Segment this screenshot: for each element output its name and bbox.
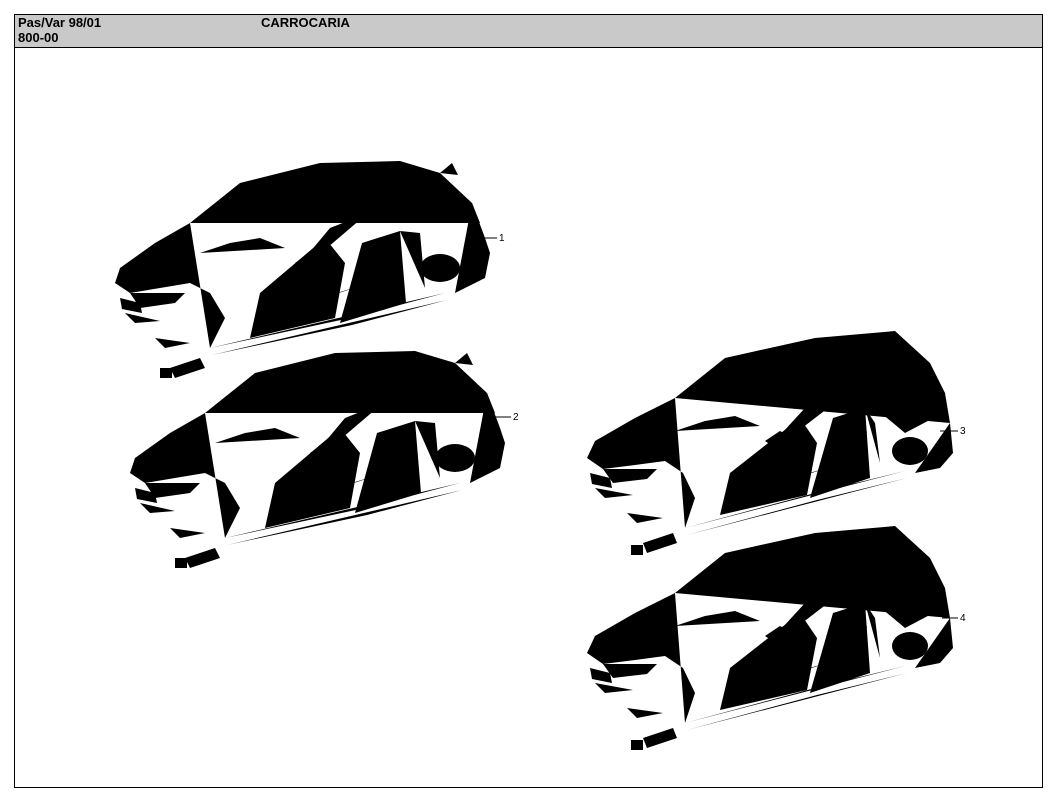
callout-4: 4 — [960, 613, 966, 624]
callout-1: 1 — [499, 233, 505, 244]
group-code: 800-00 — [18, 30, 59, 45]
callout-2: 2 — [513, 412, 519, 423]
sedan-body-shell-sunroof — [130, 348, 505, 568]
callout-3: 3 — [960, 426, 966, 437]
sedan-body-shell — [115, 158, 490, 378]
parts-sheet: Pas/Var 98/01 800-00 CARROCARIA — [14, 14, 1043, 788]
model-label: Pas/Var 98/01 — [18, 15, 102, 30]
variant-body-shell — [587, 331, 953, 555]
sheet-header: Pas/Var 98/01 800-00 CARROCARIA — [15, 15, 1042, 48]
variant-body-shell-sunroof — [587, 526, 953, 750]
exploded-drawing: 1 2 3 4 — [115, 158, 966, 750]
section-title: CARROCARIA — [261, 15, 350, 30]
